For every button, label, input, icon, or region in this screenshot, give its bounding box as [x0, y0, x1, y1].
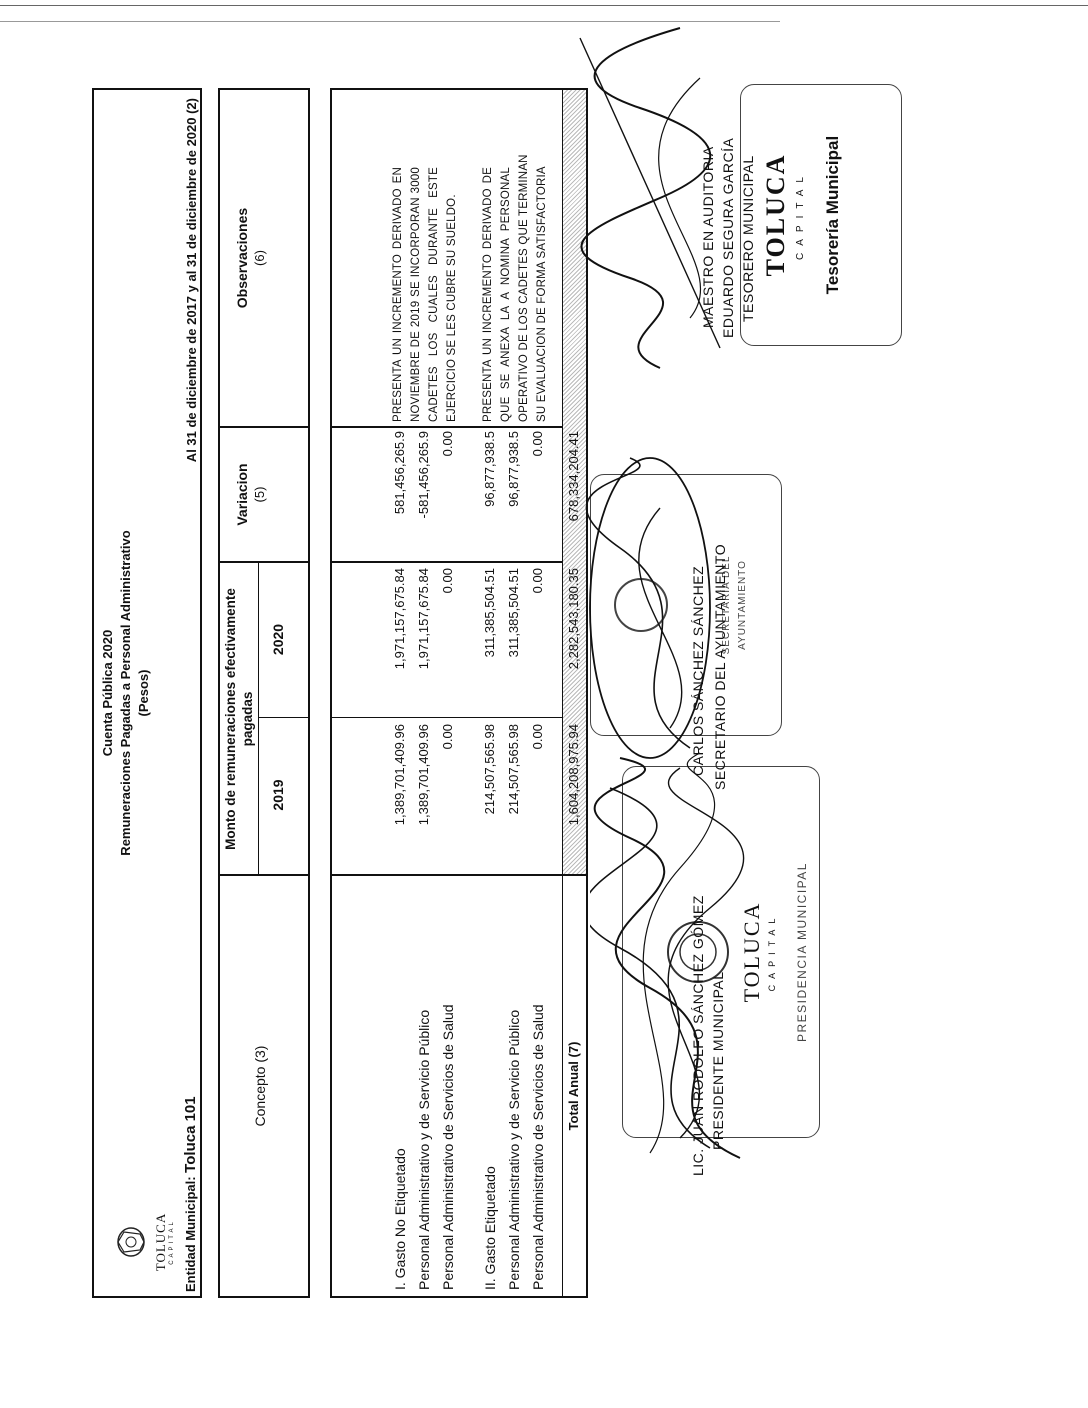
stamp-text: AYUNTAMIENTO — [737, 560, 748, 650]
row-variacion: 0.00 — [530, 431, 545, 457]
signature-scribble — [585, 457, 711, 759]
total-2020: 2,282,543,180.35 — [566, 568, 581, 670]
toluca-logo: TOLUCA CAPITAL — [114, 1202, 175, 1282]
col-observaciones: Observaciones — [234, 207, 250, 309]
row-variacion: 96,877,938.5 — [506, 431, 521, 507]
row-concept: Personal Administrativo de Servicios de … — [530, 1004, 546, 1290]
col-observaciones-num: (6) — [252, 250, 267, 266]
scan-edge-line — [0, 5, 1088, 6]
observation-line: PRESENTA UN INCREMENTO DERIVADO DE — [482, 167, 494, 422]
col-monto: Monto de remuneraciones efectivamente pa… — [223, 588, 255, 850]
row-value-2020: 0.00 — [530, 568, 545, 594]
row-value-2019: 0.00 — [440, 724, 455, 750]
seal-icon — [667, 921, 729, 983]
signer-role: PRESIDENTE MUNICIPAL — [710, 971, 726, 1150]
logo-text: TOLUCA — [153, 1212, 168, 1272]
period-text: Al 31 de diciembre de 2017 y al 31 de di… — [184, 98, 199, 463]
total-variacion: 678,334,204.41 — [566, 431, 581, 522]
signer-role: TESORERO MUNICIPAL — [740, 155, 756, 322]
column-header-box: Concepto (3) Monto de remuneraciones efe… — [218, 88, 310, 1298]
row-value-2019: 214,507,565.98 — [482, 724, 497, 815]
col-2019: 2019 — [270, 779, 286, 811]
row-value-2020: 1,971,157,675.84 — [416, 568, 431, 670]
row-concept: Personal Administrativo de Servicios de … — [440, 1004, 456, 1290]
stamp-text: Tesorería Municipal — [823, 135, 842, 295]
row-value-2019: 0.00 — [530, 724, 545, 750]
stamp-text: CAPITAL — [795, 170, 806, 260]
logo-subtext: CAPITAL — [169, 1219, 175, 1265]
report-units: (Pesos) — [136, 669, 151, 717]
total-2019: 1,604,208,975.94 — [566, 724, 581, 826]
row-variacion: 581,456,265.9 — [392, 431, 407, 515]
entity-name: Toluca 101 — [182, 1096, 199, 1173]
col-2020: 2020 — [270, 623, 286, 656]
stamp-text: PRESIDENCIA MUNICIPAL — [795, 862, 809, 1042]
signature-scribble — [590, 752, 745, 1159]
row-value-2019: 1,389,701,409.96 — [392, 724, 407, 826]
observation-line: CADETES LOS CUALES DURANTE ESTE — [428, 167, 440, 422]
signer-title: MAESTRO EN AUDITORIA — [700, 146, 716, 328]
row-concept: I. Gasto No Etiquetado — [392, 1148, 408, 1290]
report-subtitle: Remuneraciones Pagadas a Personal Admini… — [118, 530, 133, 856]
observation-line: NOVIEMBRE DE 2019 SE INCORPORAN 3000 — [410, 167, 422, 422]
row-value-2019: 214,507,565.98 — [506, 724, 521, 815]
row-variacion: -581,456,265.9 — [416, 431, 431, 519]
header-box: TOLUCA CAPITAL Cuenta Pública 2020 Remun… — [92, 88, 202, 1298]
coat-of-arms-icon — [117, 1227, 145, 1257]
col-variacion: Variacion — [234, 463, 250, 526]
observation-line: OPERATIVO DE LOS CADETES QUE TERMINAN — [518, 154, 530, 422]
row-concept: Personal Administrativo y de Servicio Pú… — [416, 1009, 432, 1290]
report-title: Cuenta Pública 2020 — [100, 629, 115, 757]
row-concept: Personal Administrativo y de Servicio Pú… — [506, 1009, 522, 1290]
observation-line: QUE SE ANEXA LA A NOMINA PERSONAL — [500, 167, 512, 422]
row-value-2020: 311,385,504.51 — [506, 568, 521, 658]
row-value-2019: 1,389,701,409.96 — [416, 724, 431, 826]
data-table-box: I. Gasto No Etiquetado Personal Administ… — [330, 88, 588, 1298]
presidencia-stamp: TOLUCA CAPITAL PRESIDENCIA MUNICIPAL — [622, 766, 820, 1138]
signature-scribble — [579, 27, 721, 369]
signer-name: EDUARDO SEGURA GARCÍA — [720, 137, 736, 338]
row-value-2020: 0.00 — [440, 568, 455, 594]
col-concept: Concepto (3) — [252, 1045, 268, 1127]
stamp-text: TOLUCA — [761, 153, 790, 277]
observation-line: SU EVALUACION DE FORMA SATISFACTORIA — [536, 166, 548, 422]
total-label: Total Anual (7) — [566, 1041, 581, 1131]
signer-name: CARLOS SÁNCHEZ SÁNCHEZ — [690, 565, 706, 776]
row-value-2020: 1,971,157,675.84 — [392, 568, 407, 670]
entity-label: Entidad Municipal: — [183, 1176, 198, 1292]
col-variacion-num: (5) — [252, 486, 267, 503]
signer-role: SECRETARIO DEL AYUNTAMIENTO — [712, 543, 728, 790]
observation-line: PRESENTA UN INCREMENTO DERIVADO EN — [392, 167, 404, 422]
row-variacion: 96,877,938.5 — [482, 431, 497, 507]
observation-line: EJERCICIO SE LES CUBRE SU SUELDO. — [446, 194, 458, 422]
row-concept: II. Gasto Etiquetado — [482, 1166, 498, 1290]
tesoreria-stamp: TOLUCA CAPITAL Tesorería Municipal — [740, 84, 902, 346]
entity-line: Entidad Municipal: Toluca 101 — [182, 1096, 199, 1292]
signer-name: LIC. JUAN RODOLFO SÁNCHEZ GÓMEZ — [690, 895, 706, 1176]
row-value-2020: 311,385,504.51 — [482, 568, 497, 658]
row-variacion: 0.00 — [440, 431, 455, 457]
